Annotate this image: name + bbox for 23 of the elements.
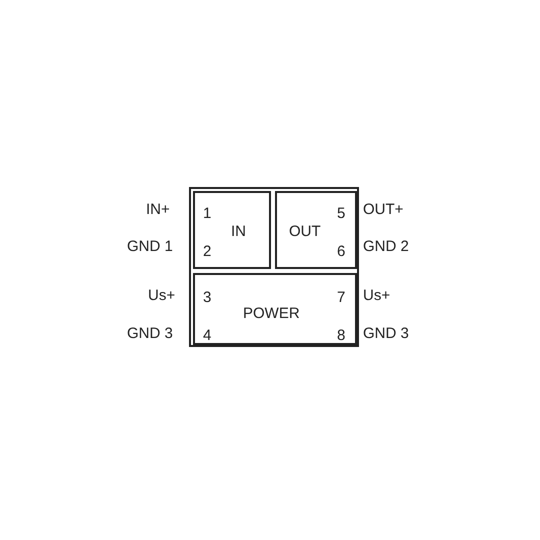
pin-number: 8: [337, 327, 346, 345]
pin-number: 3: [203, 289, 212, 307]
terminal-label: GND 3: [363, 325, 409, 343]
terminal-label: IN+: [146, 201, 170, 219]
terminal-label: Us+: [363, 287, 390, 305]
terminal-label: GND 3: [127, 325, 173, 343]
module-block: [193, 273, 357, 345]
pin-number: 5: [337, 205, 346, 223]
pin-number: 2: [203, 243, 212, 261]
terminal-label: Us+: [148, 287, 176, 305]
module-block: [275, 191, 357, 269]
terminal-label: GND 1: [127, 238, 173, 256]
terminal-label: OUT+: [363, 201, 404, 219]
pin-number: 4: [203, 327, 212, 345]
module-housing: [189, 187, 359, 347]
block-label: POWER: [243, 305, 300, 323]
pin-number: 7: [337, 289, 346, 307]
block-label: OUT: [289, 223, 321, 241]
module-block: [193, 191, 271, 269]
pin-number: 6: [337, 243, 346, 261]
pin-number: 1: [203, 205, 212, 223]
terminal-label: GND 2: [363, 238, 409, 256]
block-label: IN: [231, 223, 246, 241]
